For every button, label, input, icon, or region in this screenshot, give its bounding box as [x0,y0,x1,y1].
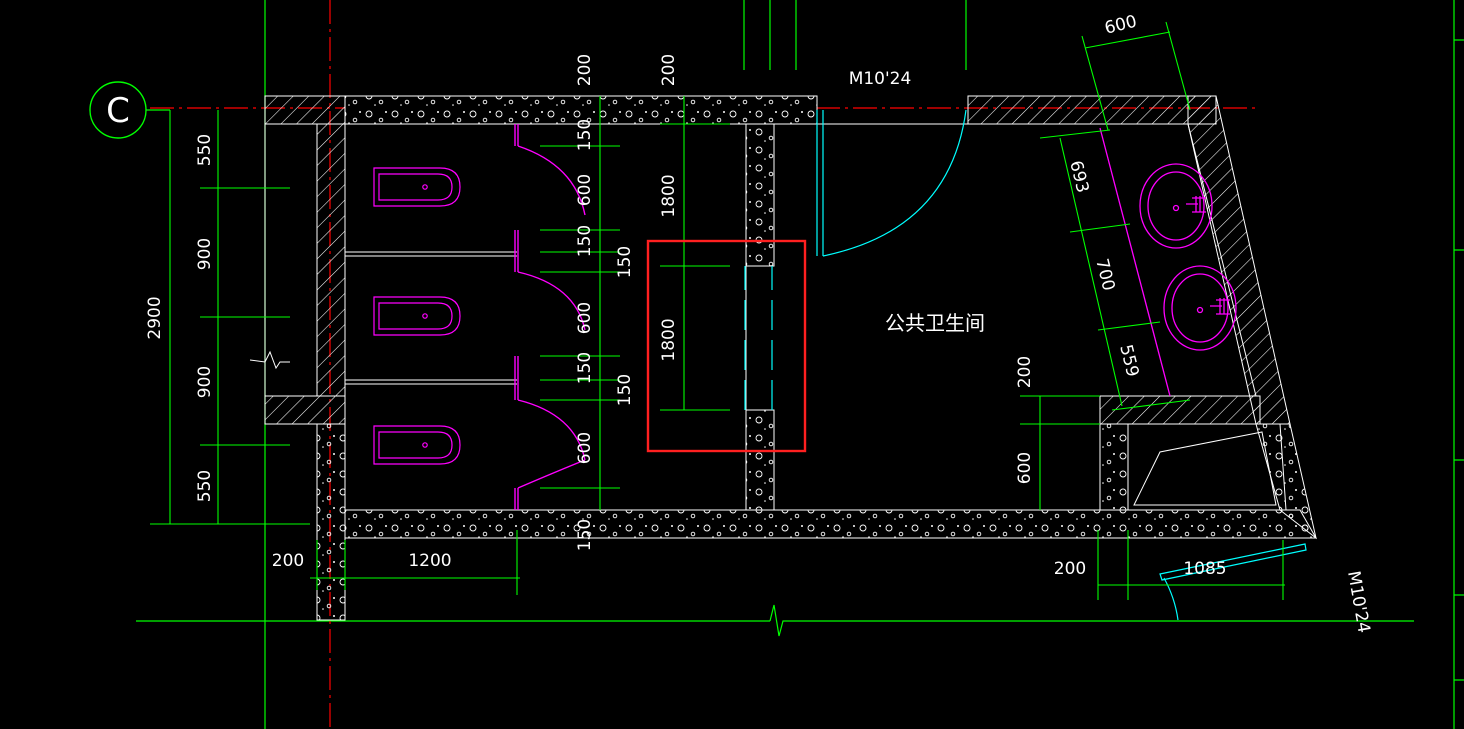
squat-toilet-3 [373,425,461,465]
dim-total-height: 2900 [145,296,165,339]
dim-left-550-bottom: 550 [195,470,215,502]
axis-label: C [106,91,130,131]
dim-bottom-1200: 1200 [408,551,451,571]
dim-stall-150-1: 150 [575,119,595,151]
dim-corridor-1800-mid: 1800 [659,318,679,361]
dim-right-600: 600 [1015,452,1035,484]
dim-stall-150-5: 150 [615,374,635,406]
dim-bottom-200-right: 200 [1054,559,1086,579]
room-name: 公共卫生间 [885,311,985,335]
squat-toilet-2 [373,296,461,336]
axis-bubble-c[interactable]: C [89,81,170,139]
toilet-stalls [344,123,747,511]
walls [249,95,1317,621]
dim-stall-600-2: 600 [575,302,595,334]
dim-right-200: 200 [1015,356,1035,388]
dim-sink-559: 559 [1115,343,1142,379]
dim-bottom-1085: 1085 [1183,559,1226,579]
dim-stall-150-2: 150 [575,225,595,257]
dim-bottom-200-left: 200 [272,551,304,571]
door-label-top: M10'24 [849,69,912,89]
dim-stall-600-1: 600 [575,174,595,206]
dim-top-200-b: 200 [659,54,679,86]
dimension-labels: 2900 550 900 900 550 200 200 150 600 150… [145,12,1227,579]
dim-stall-150-4: 150 [575,352,595,384]
dim-left-900-1: 900 [195,238,215,270]
dim-stall-600-3: 600 [575,432,595,464]
dim-top-200-a: 200 [575,54,595,86]
squat-toilet-1 [373,167,461,207]
dim-bottom-150: 150 [575,519,595,551]
dim-top-600: 600 [1103,12,1139,39]
wash-basins [1099,127,1237,397]
dim-left-550-top: 550 [195,134,215,166]
selection-highlight[interactable] [646,239,807,453]
dim-stall-150-3: 150 [615,246,635,278]
door-label-bottom: M10'24 [1343,569,1374,634]
dim-sink-693: 693 [1065,159,1092,195]
dim-sink-700: 700 [1091,257,1118,293]
dimension-lines [150,21,1285,600]
doors [744,109,1307,621]
mop-sink [1127,423,1287,511]
dim-left-900-2: 900 [195,366,215,398]
dim-corridor-1800-top: 1800 [659,174,679,217]
